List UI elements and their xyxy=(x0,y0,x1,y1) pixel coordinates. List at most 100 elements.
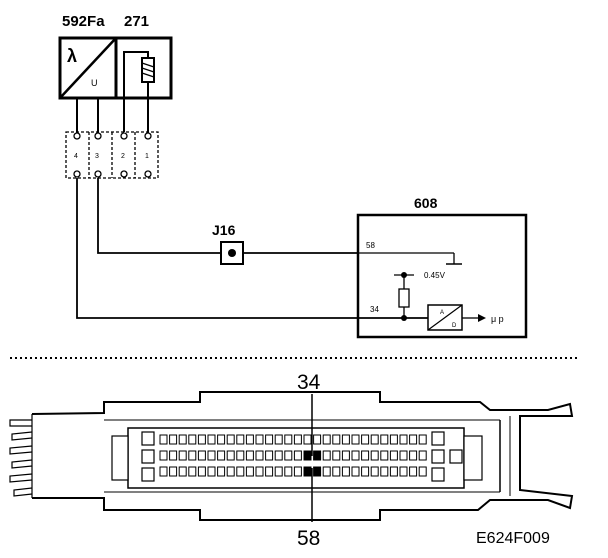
callout-pin-58: 58 xyxy=(297,527,320,550)
connector-pin xyxy=(399,434,408,445)
connector-pin xyxy=(409,450,418,461)
connector-pin xyxy=(217,434,226,445)
connector-pin xyxy=(255,450,264,461)
connector-pin xyxy=(178,466,187,477)
connector-pin xyxy=(361,450,370,461)
connector-pin xyxy=(274,450,283,461)
connector-pin xyxy=(380,466,389,477)
connector-pin xyxy=(236,434,245,445)
u-symbol: U xyxy=(91,78,98,88)
sensor-heater-271 xyxy=(114,36,173,100)
connector-pin xyxy=(159,450,168,461)
schematic xyxy=(58,36,528,339)
connector-pin xyxy=(265,434,274,445)
connector-pin xyxy=(255,434,264,445)
connector-pin xyxy=(389,450,398,461)
connector-pin xyxy=(313,466,322,477)
connector-pin xyxy=(274,434,283,445)
connector-pin xyxy=(399,450,408,461)
ecu-608 xyxy=(356,213,528,339)
connector-pin-large xyxy=(141,467,155,482)
connector-pin xyxy=(207,466,216,477)
connector-pin xyxy=(322,466,331,477)
connector-pin xyxy=(236,466,245,477)
microprocessor-label: μ p xyxy=(491,314,504,324)
connector-pin xyxy=(303,466,312,477)
connector-pin xyxy=(245,466,254,477)
connector-pin xyxy=(159,434,168,445)
connector-pin xyxy=(226,450,235,461)
connector-pin xyxy=(217,466,226,477)
lambda-symbol: λ xyxy=(67,46,77,66)
connector-pin xyxy=(284,434,293,445)
connector-pin xyxy=(293,466,302,477)
connector-pin xyxy=(159,466,168,477)
connector-pin xyxy=(207,450,216,461)
connector-pin xyxy=(217,450,226,461)
connector-pin xyxy=(284,450,293,461)
sensor-label: 592Fa xyxy=(62,13,105,30)
connector-pin-1: 1 xyxy=(145,153,149,160)
figure-id: E624F009 xyxy=(476,530,550,547)
oxygen-sensor-592fa xyxy=(58,36,118,100)
heater-label: 271 xyxy=(124,13,149,30)
connector-pin xyxy=(361,466,370,477)
connector-pin-large xyxy=(431,431,445,446)
connector-pin xyxy=(245,450,254,461)
connector-pin xyxy=(303,450,312,461)
ecu-connector-illustration xyxy=(9,391,574,521)
connector-pin xyxy=(370,450,379,461)
connector-pin xyxy=(370,466,379,477)
connector-pin xyxy=(332,466,341,477)
connector-pin-large xyxy=(431,467,445,482)
wire-pin3-to-58 xyxy=(97,178,358,254)
connector-pin xyxy=(341,450,350,461)
connector-pin xyxy=(351,450,360,461)
connector-pin xyxy=(409,434,418,445)
connector-pin xyxy=(313,450,322,461)
connector-pin xyxy=(409,466,418,477)
connector-pin xyxy=(341,434,350,445)
connector-pin xyxy=(274,466,283,477)
connector-pin xyxy=(178,450,187,461)
ecu-label: 608 xyxy=(414,195,438,211)
connector-pin xyxy=(178,434,187,445)
ad-label-a: A xyxy=(440,310,444,316)
connector-pin xyxy=(313,434,322,445)
connector-pin xyxy=(284,466,293,477)
connector-pin xyxy=(255,466,264,477)
connector-pin xyxy=(361,434,370,445)
connector-pin xyxy=(188,450,197,461)
connector-pin xyxy=(322,450,331,461)
connector-pin xyxy=(293,434,302,445)
connector-pin xyxy=(380,450,389,461)
connector-pin xyxy=(197,450,206,461)
connector-pin xyxy=(399,466,408,477)
bias-voltage: 0.45V xyxy=(424,271,446,280)
connector-pin-large xyxy=(431,449,445,464)
connector-pin xyxy=(226,466,235,477)
connector-pin xyxy=(293,450,302,461)
connector-pin xyxy=(351,466,360,477)
connector-pin xyxy=(332,434,341,445)
connector-pin xyxy=(207,434,216,445)
connector-pin-large xyxy=(141,431,155,446)
connector-pin xyxy=(418,434,427,445)
connector-pin-4: 4 xyxy=(74,153,78,160)
connector-pin xyxy=(351,434,360,445)
connector-pin xyxy=(418,466,427,477)
ecu-pin-58: 58 xyxy=(366,241,375,250)
ecu-pin-34: 34 xyxy=(370,305,379,314)
connector-pin xyxy=(188,434,197,445)
connector-pin xyxy=(303,434,312,445)
callout-pin-34: 34 xyxy=(297,371,321,394)
connector-pin xyxy=(245,434,254,445)
connector-pin xyxy=(265,466,274,477)
connector-pin-large xyxy=(141,449,155,464)
connector-pin xyxy=(197,434,206,445)
connector-pin xyxy=(370,434,379,445)
connector-pin-large xyxy=(449,449,463,464)
connector-pin xyxy=(236,450,245,461)
connector-pin xyxy=(418,450,427,461)
ad-label-d: D xyxy=(452,323,457,329)
